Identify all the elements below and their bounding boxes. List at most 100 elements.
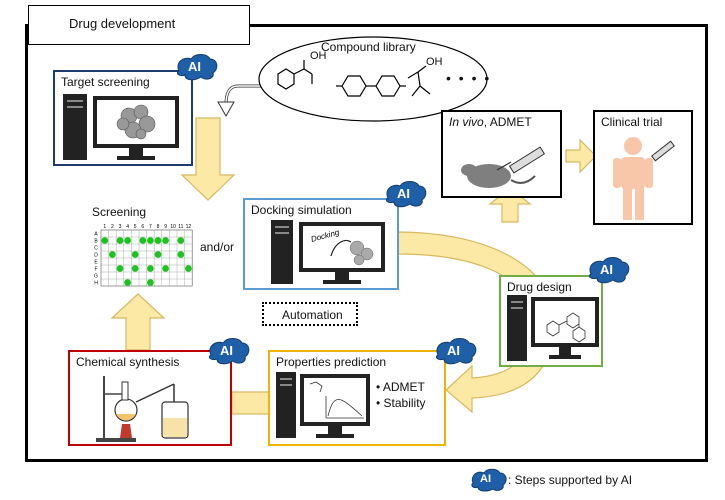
plate-row-label: G [94,274,98,280]
positive-well [124,279,131,286]
plate-column-label: 2 [111,224,114,230]
plate-column-label: 8 [157,224,160,230]
legend-ai-badge: AI [468,468,508,492]
computer-icon [63,94,179,160]
molecule-1 [277,60,313,90]
legend-ai-badge-label: AI [480,473,491,485]
plate-row-label: D [94,253,98,259]
docking-simulation-box: Docking simulation Docking [243,198,399,290]
clinical-trial-box: Clinical trial [593,110,693,225]
arrow-target-to-screening [180,117,236,201]
positive-well [154,251,162,258]
more-compounds-ellipsis: • • • • [446,70,492,86]
drug-design-box: Drug design [499,275,603,367]
positive-well [177,237,185,244]
properties-prediction-box: Properties prediction • ADMET • Stabilit… [268,350,446,446]
arrow-invivo-to-clinical [565,138,597,174]
lab-apparatus-icon [96,376,189,442]
docking-simulation-label: Docking simulation [251,203,352,217]
positive-well [147,237,154,244]
computer-icon [507,295,599,361]
diagram-title: Drug development [28,5,250,45]
ai-badge-label: AI [397,186,410,201]
positive-well [177,251,185,258]
plate-row-label: C [94,246,98,252]
positive-well [162,265,169,272]
ai-badge-label: AI [600,262,613,277]
chemical-synthesis-box: Chemical synthesis [68,350,232,446]
oh-label-1: OH [310,50,327,62]
positive-well [147,265,154,272]
patient-icon [613,137,676,220]
mouse-syringe-icon [461,146,546,188]
properties-prediction-label: Properties prediction [276,355,387,369]
arrow-synthesis-to-screening [110,293,166,351]
plate-column-label: 12 [186,224,192,230]
in-vivo-italic: In vivo [449,115,484,129]
ai-badge-label: AI [220,343,233,358]
plate-row-label: H [94,281,98,287]
compound-library: Compound library OH OH • • • • [258,36,492,122]
compound-library-label: Compound library [321,40,416,54]
plate-row-label: A [94,232,98,238]
clinical-trial-label: Clinical trial [601,115,663,129]
positive-well [116,237,124,244]
ai-badge-drug-design: AI [585,256,631,284]
arrow-properties-to-synthesis [231,391,271,415]
positive-well [131,251,139,258]
graph-icon [309,381,364,419]
target-screening-box: Target screening [53,70,193,166]
property-item-admet: • ADMET [376,380,425,394]
plate-row-label: F [94,267,97,273]
positive-well [154,237,162,244]
positive-well [139,237,147,244]
ai-badge-label: AI [188,59,201,74]
positive-well [116,265,124,272]
plate-row-label: B [94,239,98,245]
target-screening-label: Target screening [61,75,150,89]
positive-well [131,265,139,272]
in-vivo-label: In vivo, ADMET [449,115,532,129]
computer-icon [276,372,370,438]
drug-development-frame [25,24,708,462]
screening-label: Screening [92,205,147,219]
and-or-label: and/or [200,240,235,254]
chemical-synthesis-label: Chemical synthesis [76,355,180,369]
plate-column-label: 6 [141,224,144,230]
plate-column-label: 10 [170,224,176,230]
ai-badge-properties: AI [432,337,478,365]
positive-well [101,237,109,244]
automation-box: Automation [262,302,358,326]
property-item-stability: • Stability [376,396,426,410]
positive-well [185,265,192,272]
legend-text: : Steps supported by AI [508,473,633,487]
positive-well [147,279,154,286]
docking-protein-icon [349,240,374,266]
plate-column-label: 9 [164,224,167,230]
oh-label-2: OH [426,56,443,68]
ai-badge-label: AI [447,343,460,358]
protein-structure-icon [116,104,156,140]
plate-column-label: 1 [103,224,106,230]
plate-column-label: 5 [134,224,137,230]
positive-well [162,237,169,244]
ai-badge-chemical-synthesis: AI [205,337,251,365]
drug-design-label: Drug design [507,280,572,294]
plate-column-label: 3 [119,224,122,230]
plate-row-label: E [94,260,98,266]
plate-column-label: 7 [149,224,152,230]
molecule-2 [336,75,406,97]
molecule-3 [407,65,431,97]
positive-well [124,237,131,244]
in-vivo-rest: , ADMET [483,115,532,129]
ai-badge-target-screening: AI [173,53,219,81]
positive-well [109,251,116,258]
in-vivo-box: In vivo, ADMET [441,110,562,198]
plate-column-label: 4 [126,224,129,230]
ai-badge-docking: AI [382,180,428,208]
computer-icon: Docking [271,220,385,284]
automation-label: Automation [282,308,343,322]
molecule-structure-icon [546,312,586,343]
